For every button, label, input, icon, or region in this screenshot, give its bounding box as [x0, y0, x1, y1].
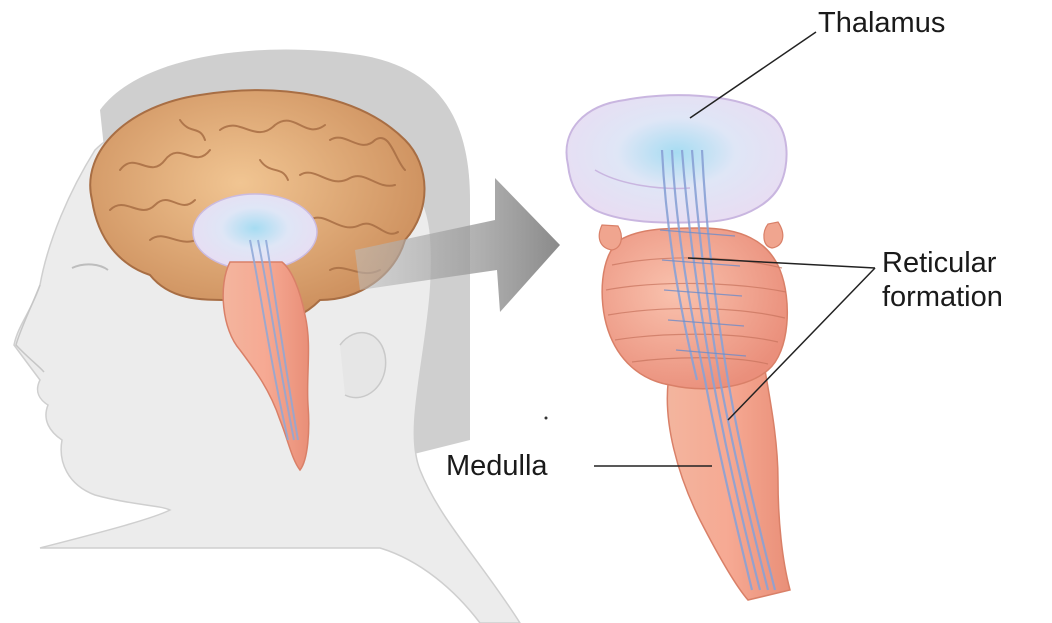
medulla-shape: [667, 370, 790, 600]
thalamus-label: Thalamus: [818, 6, 945, 40]
stray-dot: [545, 417, 548, 420]
thalamus-leader: [690, 32, 816, 118]
reticular-label-line2: formation: [882, 280, 1003, 314]
head-thalamus: [193, 194, 317, 270]
reticular-formation-label: Reticular formation: [882, 246, 1003, 314]
reticular-label-line1: Reticular: [882, 246, 1003, 280]
medulla-label: Medulla: [446, 449, 548, 483]
enlarged-brainstem: [567, 95, 790, 600]
